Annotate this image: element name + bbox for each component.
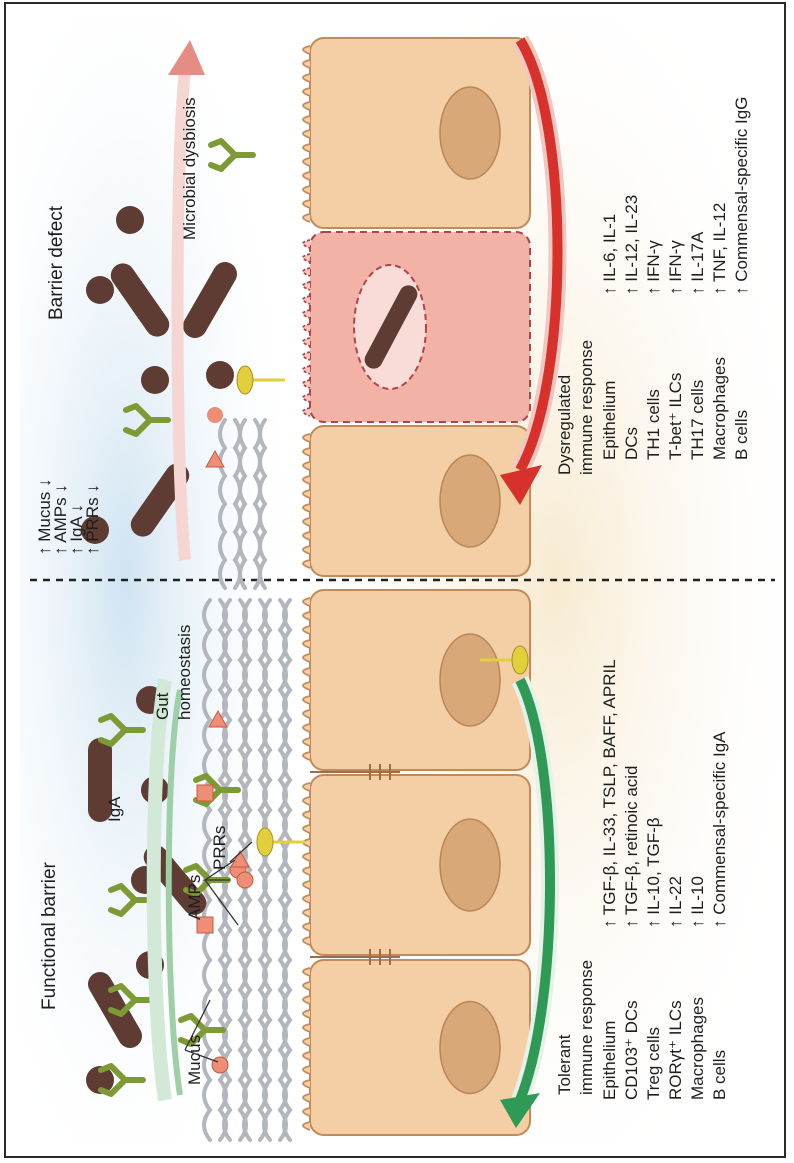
- mucus-label: Mucus: [185, 1035, 204, 1085]
- left-cell-name: Macrophages: [688, 997, 707, 1100]
- right-cell-name: TH1 cells: [644, 389, 663, 460]
- right-cell-factors: ↑ TNF, IL-12: [710, 203, 729, 295]
- right-cell-factors: ↑ Commensal-specific IgG: [732, 97, 751, 295]
- nucleus: [440, 87, 500, 179]
- right-cell-factors: ↑ IFN-γ: [666, 240, 685, 295]
- left-response-line1: Tolerant: [555, 1034, 574, 1095]
- amp-peptide: [197, 785, 213, 801]
- nucleus: [440, 455, 500, 547]
- left-title: Functional barrier: [39, 861, 60, 1010]
- prrs-label: PRRs: [210, 826, 229, 870]
- coccus-bacterium: [141, 366, 169, 394]
- left-cell-factors: ↑ IL-22: [666, 876, 685, 928]
- amp-peptide: [212, 1057, 228, 1073]
- left-cell-name: RORγt⁺ ILCs: [666, 1000, 685, 1100]
- prr-head: [257, 828, 273, 856]
- amps-label: AMPs: [185, 875, 204, 920]
- left-cell-name: Epithelium: [600, 1021, 619, 1100]
- left-response-line2: immune response: [577, 960, 596, 1095]
- coccus-bacterium: [116, 206, 144, 234]
- right-cell-factors: ↑ IL-12, IL-23: [622, 195, 641, 295]
- nucleus: [440, 1002, 500, 1094]
- left-cell-name: Treg cells: [644, 1027, 663, 1100]
- left-state-line1: Gut: [153, 692, 172, 720]
- amp-peptide: [207, 407, 223, 423]
- left-cell-name: B cells: [710, 1050, 729, 1100]
- left-state-line2: homeostasis: [175, 625, 194, 720]
- right-cell-name: TH17 cells: [688, 380, 707, 460]
- coccus-bacterium: [86, 276, 114, 304]
- right-cell-factors: ↑ IFN-γ: [644, 240, 663, 295]
- right-cell-name: T-bet⁺ ILCs: [666, 373, 685, 460]
- left-cell-name: CD103⁺ DCs: [622, 1000, 641, 1100]
- right-response-line2: immune response: [577, 340, 596, 475]
- left-cell-factors: ↑ TGF-β, retinoic acid: [622, 765, 641, 928]
- left-cell-factors: ↑ IL-10, TGF-β: [644, 817, 663, 928]
- iga-label: IgA: [105, 796, 124, 822]
- left-cell-factors: ↑ Commensal-specific IgA: [710, 731, 729, 928]
- right-cell-name: Epithelium: [600, 381, 619, 460]
- nucleus: [440, 819, 500, 911]
- nucleus: [440, 634, 500, 726]
- right-cell-name: Macrophages: [710, 357, 729, 460]
- left-cell-factors: ↑ IL-10: [688, 876, 707, 928]
- right-cell-factors: ↑ IL-17A: [688, 231, 707, 295]
- right-response-line1: Dysregulated: [555, 375, 574, 475]
- right-cell-name: DCs: [622, 427, 641, 460]
- right-cell-name: B cells: [732, 410, 751, 460]
- prr-head: [237, 366, 253, 394]
- right-cell-factors: ↑ IL-6, IL-1: [600, 214, 619, 295]
- left-cell-factors: ↑ TGF-β, IL-33, TSLP, BAFF, APRIL: [600, 659, 619, 928]
- prr-head: [512, 646, 528, 674]
- coccus-bacterium: [206, 361, 234, 389]
- right-state: Microbial dysbiosis: [180, 97, 199, 240]
- change-item: ↑ PRRs ↓: [83, 484, 102, 555]
- amp-peptide: [237, 872, 253, 888]
- right-title: Barrier defect: [46, 205, 67, 320]
